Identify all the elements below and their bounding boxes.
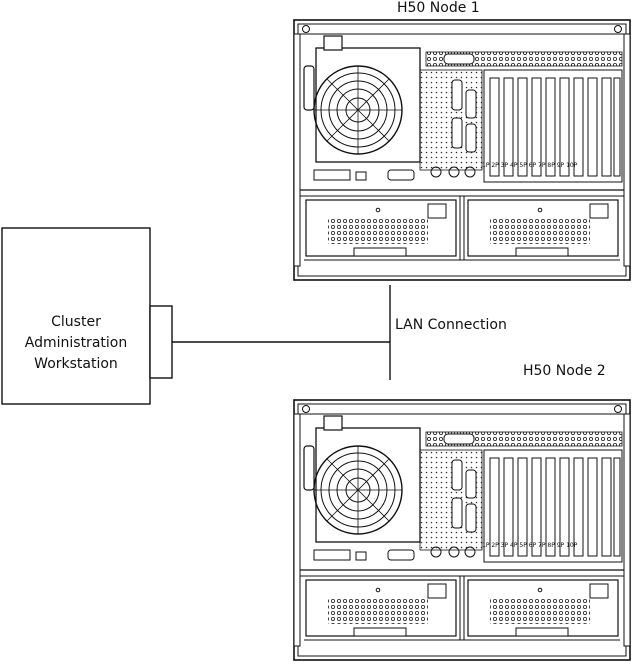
workstation-label: Cluster Administration Workstation <box>2 312 150 375</box>
workstation-label-line-1: Cluster <box>51 314 101 330</box>
workstation-label-line-2: Administration <box>24 335 128 351</box>
node-1-server <box>293 19 631 281</box>
workstation-label-line-3: Workstation <box>34 356 118 372</box>
node-2-server <box>293 399 631 661</box>
lan-connection-label: LAN Connection <box>395 317 507 333</box>
node-1-label: H50 Node 1 <box>397 0 480 16</box>
node-1-slot-labels: 1P 2P 3P 4P 5P 6P 7P 8P 9P 10P <box>482 162 578 169</box>
workstation-network-port <box>149 305 173 379</box>
node-2-slot-labels: 1P 2P 3P 4P 5P 6P 7P 8P 9P 10P <box>482 542 578 549</box>
workstation-box <box>1 227 151 405</box>
node-2-label: H50 Node 2 <box>523 363 606 379</box>
